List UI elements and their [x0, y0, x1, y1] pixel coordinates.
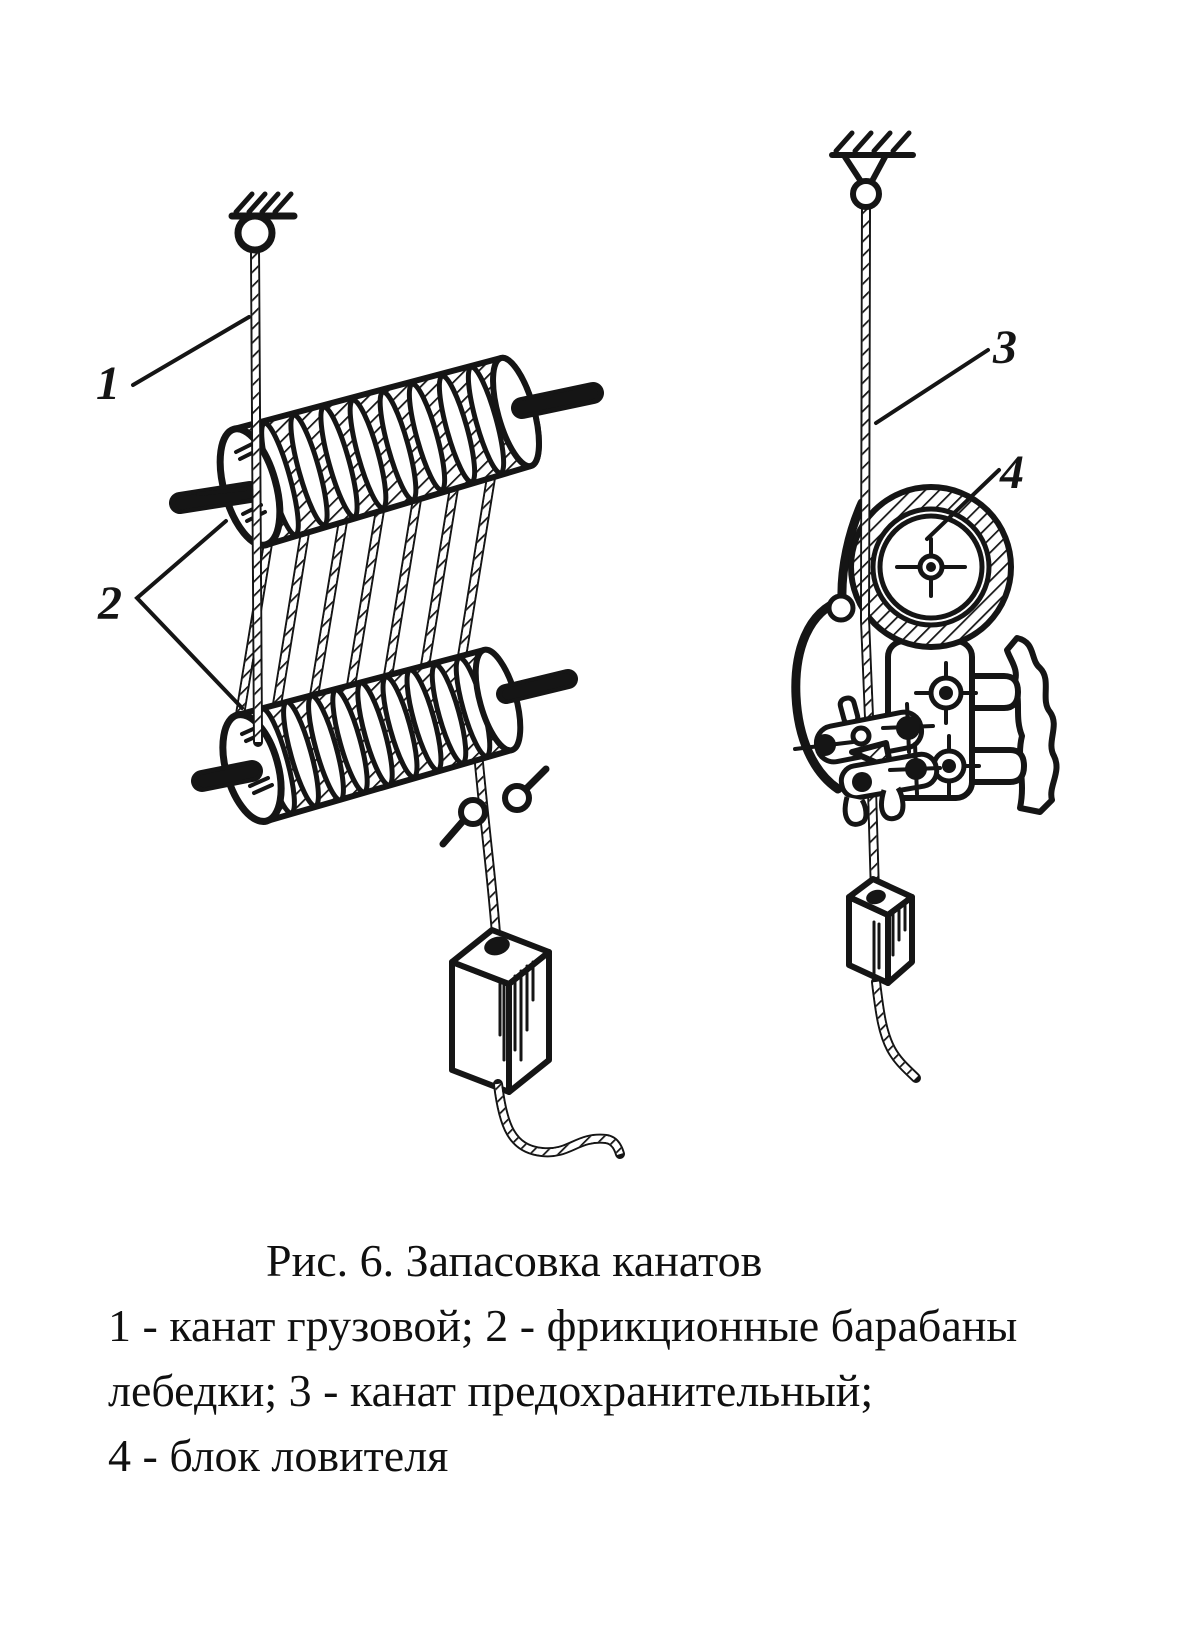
figure-caption: Рис. 6. Запасовка канатов 1 - канат груз…	[108, 1228, 1158, 1488]
counterweight-left	[449, 927, 552, 1095]
figure-caption-line: 4 - блок ловителя	[108, 1430, 449, 1481]
leader-line-4	[925, 468, 1001, 541]
figure-caption-title: Рис. 6. Запасовка канатов	[266, 1235, 763, 1286]
label-2: 2	[97, 577, 122, 630]
ceiling-anchor-right	[829, 130, 916, 210]
weight-shading	[498, 960, 535, 1077]
upper-friction-drum	[169, 354, 604, 549]
label-1: 1	[96, 357, 120, 410]
figure-caption-line: 1 - канат грузовой; 2 - фрикционные бара…	[108, 1300, 1018, 1351]
lower-friction-drum	[191, 646, 578, 825]
ceiling-anchor-left	[228, 191, 298, 254]
figure-caption-line: лебедки; 3 - канат предохранительный;	[108, 1365, 874, 1416]
label-4: 4	[999, 446, 1024, 499]
leader-line-1	[131, 315, 251, 387]
drum-axle	[191, 669, 578, 792]
catcher-pulley	[848, 484, 1014, 650]
catcher-linkage	[793, 695, 942, 827]
rope-tail-right	[876, 982, 916, 1078]
weight-shading	[872, 901, 907, 977]
rope-clips	[439, 765, 550, 848]
plate-bolts	[914, 661, 981, 798]
left-reeving-diagram: 1 2	[96, 191, 620, 1154]
rope-tail-left	[498, 1084, 620, 1154]
catcher-hook-arm	[791, 498, 867, 794]
label-3: 3	[992, 321, 1017, 374]
load-rope	[255, 250, 258, 742]
leader-line-3	[874, 348, 990, 425]
pulley-crosshair-icon	[895, 537, 967, 598]
leader-lines-2	[134, 519, 244, 710]
counterweight-right	[846, 876, 915, 986]
drum-axle	[169, 382, 604, 514]
right-reeving-diagram: 3 4	[791, 130, 1060, 1078]
wall-bracket	[1004, 635, 1060, 815]
